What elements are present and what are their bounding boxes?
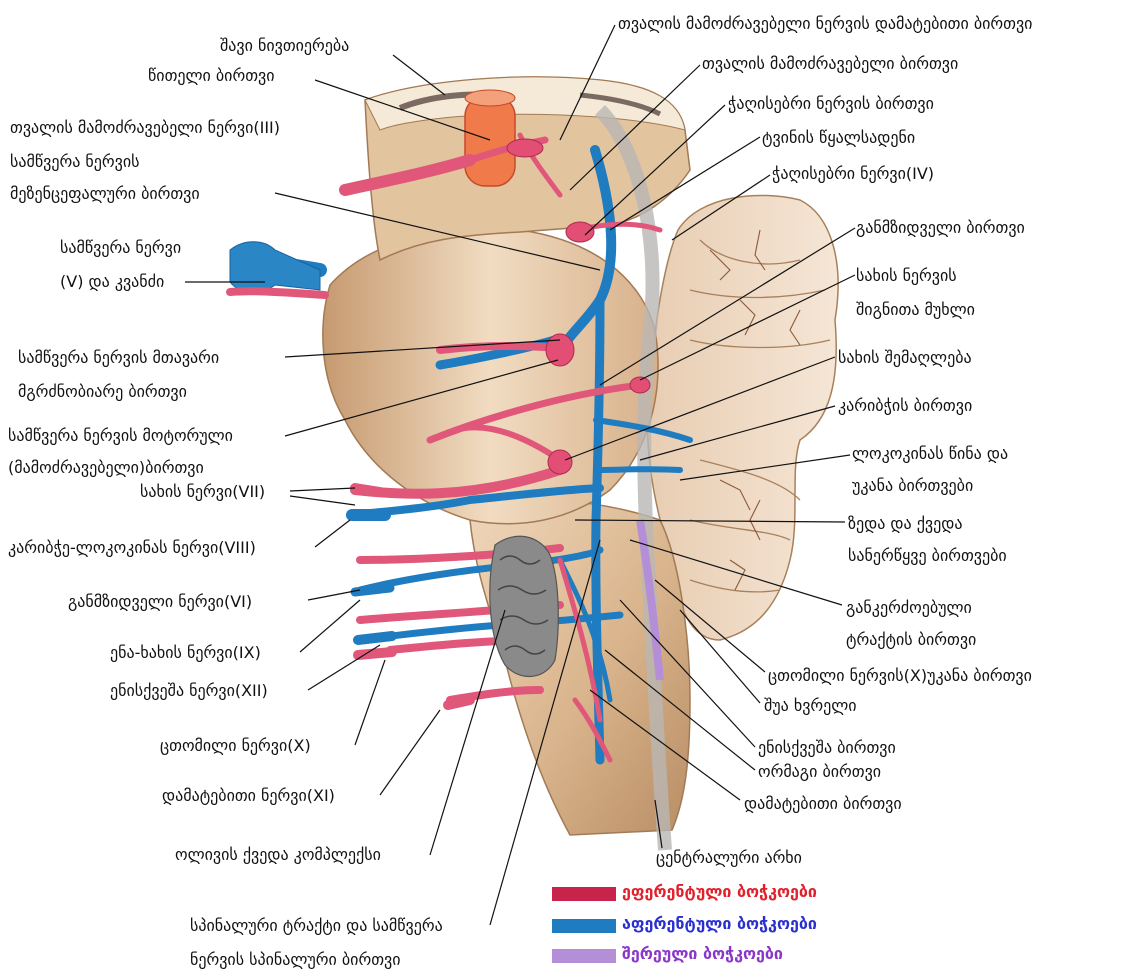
label-trigeminal-mes-2: მეზენცეფალური ბირთვი: [10, 184, 200, 204]
label-red-nucleus: წითელი ბირთვი: [148, 66, 275, 86]
legend-label-afferent: აფერენტული ბოჭკოები: [622, 914, 817, 933]
label-inferior-olive: ოლივის ქვედა კომპლექსი: [175, 845, 381, 865]
label-facial-genu-1: სახის ნერვის: [856, 266, 957, 286]
label-median-sulcus: შუა ხვრელი: [764, 696, 857, 716]
label-central-canal: ცენტრალური არხი: [656, 848, 802, 868]
label-nucleus-ambiguus: ორმაგი ბირთვი: [758, 762, 881, 782]
label-accessory-oculomotor: თვალის მამოძრავებელი ნერვის დამატებითი ბ…: [618, 14, 1032, 34]
legend-label-efferent: ეფერენტული ბოჭკოები: [622, 882, 817, 901]
label-facial-genu-2: შიგნითა მუხლი: [856, 300, 975, 320]
label-solitary-1: განკერძოებული: [846, 598, 972, 618]
label-trochlear-nucleus: ჭაღისებრი ნერვის ბირთვი: [728, 94, 934, 114]
label-trigeminal-nerve-1: სამწვერა ნერვი: [60, 238, 181, 258]
label-trigeminal-main-1: სამწვერა ნერვის მთავარი: [18, 348, 219, 368]
label-salivatory-1: ზედა და ქვედა: [848, 514, 962, 534]
label-facial-nerve: სახის ნერვი(VII): [140, 482, 265, 502]
label-trigeminal-mes-1: სამწვერა ნერვის: [10, 152, 139, 172]
label-glossopharyngeal-nerve: ენა-ხახის ნერვი(IX): [110, 643, 261, 663]
label-trigeminal-motor-2: (მამოძრავებელი)ბირთვი: [8, 458, 204, 478]
label-abducens-nucleus: განმზიდველი ბირთვი: [856, 218, 1025, 238]
label-salivatory-2: სანერწყვე ბირთვები: [848, 546, 1007, 566]
legend-swatch-efferent: [552, 887, 616, 901]
label-solitary-2: ტრაქტის ბირთვი: [846, 630, 976, 650]
label-facial-colliculus: სახის შემაღლება: [838, 348, 972, 368]
label-hypoglossal-nucleus: ენისქვეშა ბირთვი: [758, 738, 896, 758]
label-cochlear-nuclei-2: უკანა ბირთვები: [852, 476, 973, 496]
label-cochlear-nuclei-1: ლოკოკინას წინა და: [852, 444, 1008, 464]
trigeminal-ganglion: [230, 242, 320, 292]
label-spinal-tract-2: ნერვის სპინალური ბირთვი: [190, 950, 400, 970]
label-accessory-nerve: დამატებითი ნერვი(XI): [162, 786, 335, 806]
label-spinal-tract-1: სპინალური ტრაქტი და სამწვერა: [190, 916, 443, 936]
label-vestibular-nuclei: კარიბჭის ბირთვი: [838, 396, 972, 416]
label-trigeminal-motor-1: სამწვერა ნერვის მოტორული: [8, 426, 233, 446]
label-abducens-nerve: განმზიდველი ნერვი(VI): [68, 592, 252, 612]
label-vagus-dorsal: ცთომილი ნერვის(X)უკანა ბირთვი: [768, 666, 1032, 686]
label-oculomotor-nerve: თვალის მამოძრავებელი ნერვი(III): [10, 118, 280, 138]
label-vestibulocochlear-nerve: კარიბჭე-ლოკოკინას ნერვი(VIII): [8, 538, 256, 558]
legend-swatch-mixed: [552, 949, 616, 963]
label-oculomotor-nucleus: თვალის მამოძრავებელი ბირთვი: [702, 54, 958, 74]
label-tectum: შავი ნივთიერება: [220, 36, 349, 56]
label-cerebral-aqueduct: ტვინის წყალსადენი: [762, 128, 915, 148]
legend-swatch-afferent: [552, 919, 616, 933]
inferior-olive: [490, 536, 558, 676]
label-hypoglossal-nerve: ენისქვეშა ნერვი(XII): [110, 681, 268, 701]
legend-label-mixed: შერეული ბოჭკოები: [622, 944, 783, 963]
label-trigeminal-nerve-2: (V) და კვანძი: [60, 272, 164, 292]
label-trochlear-nerve: ჭაღისებრი ნერვი(IV): [772, 164, 934, 184]
label-accessory-nucleus: დამატებითი ბირთვი: [744, 794, 902, 814]
label-vagus-nerve: ცთომილი ნერვი(X): [160, 736, 311, 756]
red-nucleus-shape: [465, 90, 515, 186]
cranial-nerve-stubs: [352, 488, 470, 705]
label-trigeminal-main-2: მგრძნობიარე ბირთვი: [18, 382, 187, 402]
